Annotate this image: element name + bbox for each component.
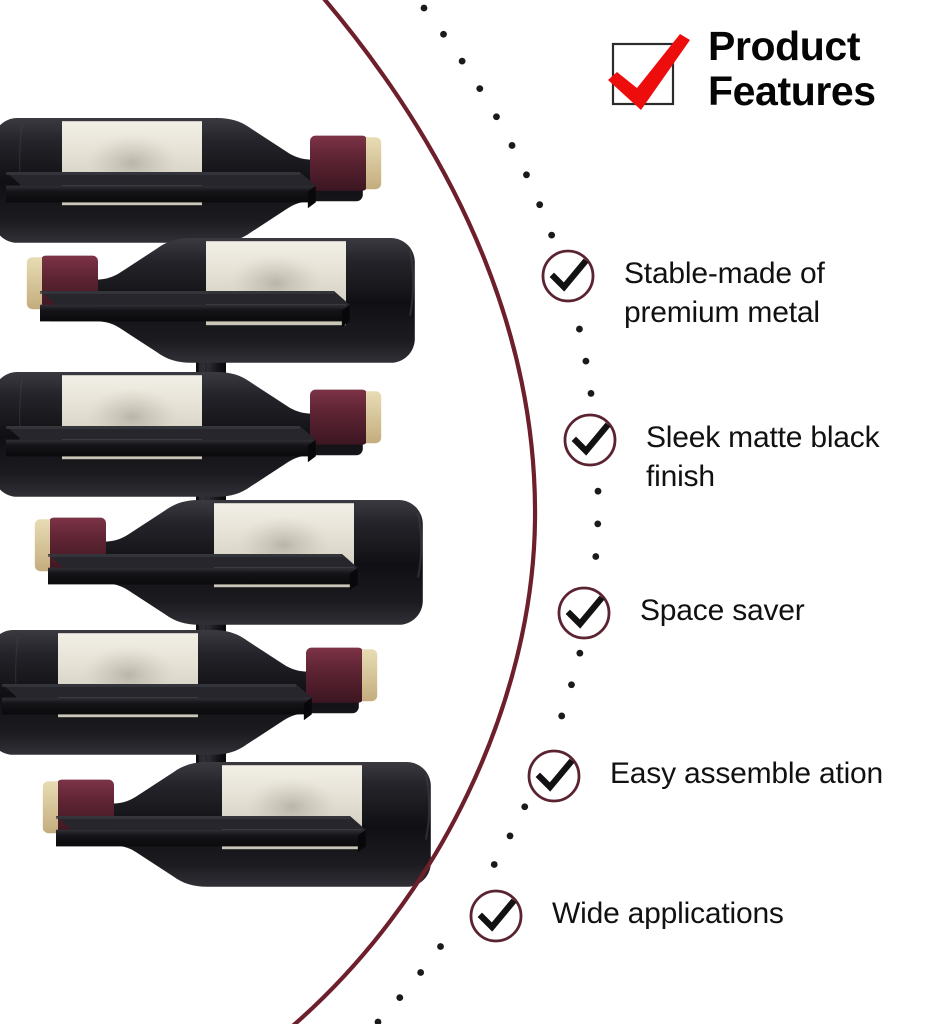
feature-item-3[interactable]: Space saver	[556, 585, 952, 641]
rack-shelf-4	[33, 498, 424, 626]
feature-item-1[interactable]: Stable-made of premium metal	[540, 248, 952, 332]
check-circle-icon	[527, 749, 581, 803]
feature-label-5: Wide applications	[552, 897, 784, 930]
product-photo	[0, 116, 432, 888]
feature-label-1: Stable-made of premium metal	[624, 257, 825, 329]
check-circle-icon	[469, 889, 523, 943]
header: Product Features	[606, 23, 952, 118]
feature-label-4: Easy assemble ation	[610, 757, 884, 790]
rack-shelf-3	[0, 370, 383, 498]
rack-shelf-2	[25, 236, 416, 364]
checkbox-with-red-checkmark-icon	[608, 34, 690, 110]
check-circle-icon	[563, 413, 617, 467]
feature-item-5[interactable]: Wide applications	[468, 888, 952, 944]
check-circle-icon	[541, 249, 595, 303]
feature-item-2[interactable]: Sleek matte black finish	[562, 412, 952, 496]
rack-shelf-6	[41, 760, 432, 888]
feature-label-3: Space saver	[640, 594, 805, 627]
rack-shelf-5	[0, 628, 379, 756]
rack-shelf-1	[0, 116, 383, 244]
feature-item-4[interactable]: Easy assemble ation	[526, 748, 952, 804]
feature-label-2: Sleek matte black finish	[646, 421, 880, 493]
page-title: Product Features	[708, 23, 876, 115]
check-circle-icon	[557, 586, 611, 640]
